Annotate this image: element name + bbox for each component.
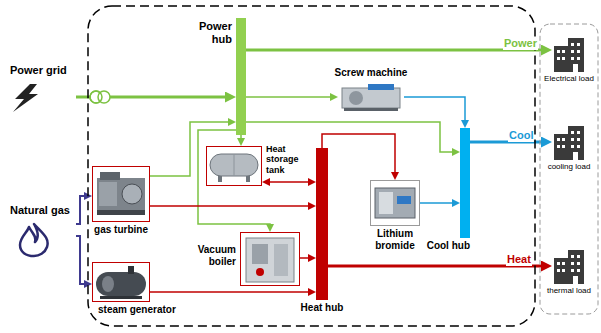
lithium-bromide-picture	[379, 192, 393, 214]
vacuum-boiler-picture	[252, 244, 268, 264]
load-building: cooling load	[552, 124, 586, 160]
gas-turbine-picture	[97, 172, 145, 215]
energy-flow-arrow	[267, 181, 311, 183]
load-building: Electrical load	[552, 36, 586, 72]
gas-turbine-picture	[122, 184, 142, 204]
energy-flow-arrow	[246, 49, 545, 52]
screw-machine-picture	[368, 84, 394, 90]
vacuum-boiler-picture	[246, 238, 294, 282]
energy-flow-arrow	[150, 291, 311, 293]
energy-flow-arrow	[76, 196, 87, 224]
screw-chiller: Screw machine	[338, 80, 404, 114]
steam-generator-picture	[96, 272, 146, 296]
heat-storage-tank-picture	[234, 154, 235, 176]
flame-icon	[20, 224, 48, 256]
building-icon	[554, 250, 584, 284]
lithium-bromide-picture	[397, 196, 411, 204]
screw-machine-picture	[344, 108, 398, 111]
steam-generator-picture	[102, 276, 114, 292]
vacuum-boiler-picture	[256, 268, 264, 276]
flow-label: Cool	[508, 129, 534, 142]
node-label: thermal load	[541, 286, 597, 295]
building-icon	[554, 38, 584, 72]
lithium-bromide-picture	[375, 188, 415, 218]
cool-hub-bar: Cool hub	[460, 128, 470, 238]
energy-flow-arrow	[76, 236, 87, 284]
flow-label: Heat	[506, 253, 532, 266]
steam-generator-picture	[96, 266, 146, 299]
building-icon	[554, 126, 584, 160]
heat-hub-bar: Heat hub	[316, 148, 328, 300]
energy-flow-arrow	[246, 96, 333, 98]
node-label: cooling load	[541, 162, 597, 171]
energy-flow-arrow	[150, 205, 311, 207]
heat-storage-tank: Heat storage tank	[206, 146, 262, 186]
steam-generator-picture	[128, 266, 134, 274]
lightning-icon	[13, 84, 38, 112]
transformer-symbol	[90, 91, 102, 103]
energy-flow-arrow	[404, 97, 465, 123]
system-boundary	[88, 6, 535, 326]
steam-generator-picture	[100, 296, 142, 299]
node-label: Cool hub	[427, 240, 470, 252]
node-label: Screw machine	[335, 67, 408, 79]
heat-storage-tank-picture	[210, 154, 258, 176]
gas-turbine-picture	[99, 182, 117, 206]
gas-turbine-picture	[97, 210, 145, 215]
node-label: Power hub	[188, 20, 232, 45]
vacuum-boiler-picture	[274, 244, 288, 276]
node-label: Power grid	[10, 64, 67, 77]
gas-turbine-picture	[97, 178, 145, 210]
node-label: Lithium bromide	[370, 228, 420, 251]
energy-flow-arrow	[322, 134, 395, 175]
lithium-bromide-chiller: Lithium bromide	[370, 180, 420, 226]
node-label: Natural gas	[10, 204, 70, 217]
node-label: gas turbine	[94, 224, 148, 236]
flow-label: Power	[503, 37, 538, 50]
node-label: Vacuum boiler	[192, 244, 236, 267]
energy-flow-arrow	[300, 257, 311, 259]
node-label: Heat storage tank	[266, 144, 310, 175]
transformer-symbol	[90, 91, 110, 103]
energy-flow-arrow	[198, 130, 270, 227]
system-boundary	[88, 6, 535, 326]
heat-storage-tank-picture	[210, 154, 258, 182]
flame-icon	[20, 224, 48, 256]
vacuum-boiler: Vacuum boiler	[240, 232, 300, 286]
power-hub-bar: Power hub	[236, 18, 246, 135]
gas-turbine: gas turbine	[92, 166, 150, 222]
energy-flow-arrow	[240, 135, 242, 141]
screw-machine-picture	[349, 91, 363, 105]
screw-machine-picture	[342, 88, 400, 108]
heat-storage-tank-picture	[246, 176, 250, 182]
node-label: Heat hub	[301, 302, 344, 314]
energy-source: Natural gas	[6, 202, 76, 260]
screw-machine-picture	[342, 84, 400, 111]
node-label: steam generator	[98, 304, 176, 316]
gas-turbine-picture	[100, 172, 120, 180]
lightning-icon	[13, 84, 38, 112]
lithium-bromide-picture	[375, 188, 415, 218]
load-group-boundary	[540, 24, 598, 314]
heat-storage-tank-picture	[218, 176, 222, 182]
energy-flow-arrow	[420, 202, 455, 204]
vacuum-boiler-picture	[246, 238, 294, 282]
load-building: thermal load	[552, 248, 586, 284]
steam-generator: steam generator	[92, 262, 150, 302]
load-group-boundary	[540, 24, 598, 314]
node-label: Electrical load	[541, 74, 597, 83]
energy-source: Power grid	[6, 62, 76, 114]
